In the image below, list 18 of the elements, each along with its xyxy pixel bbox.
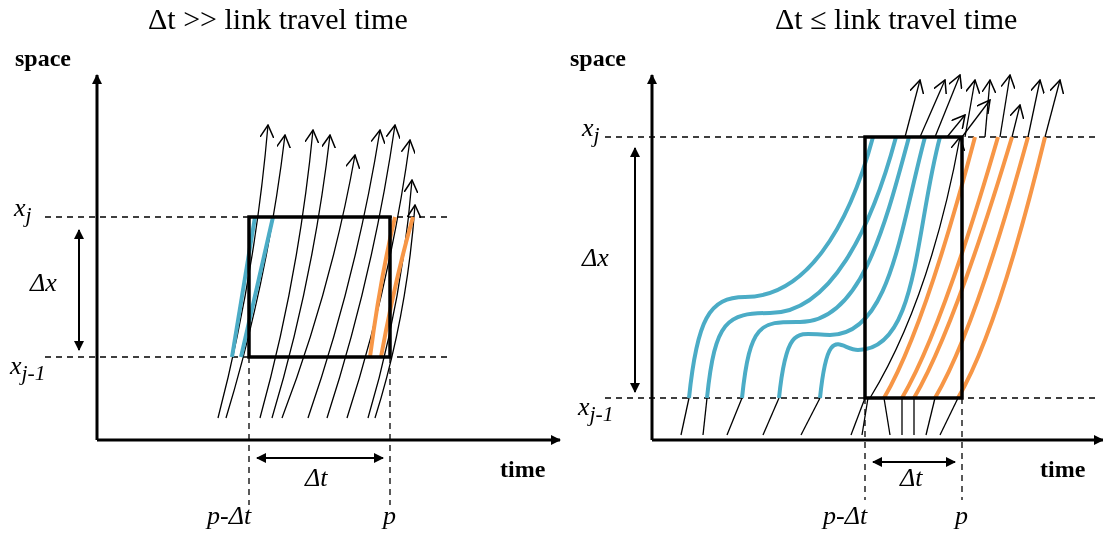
dimension-label: Δt: [305, 465, 328, 491]
axis-tick-label: p: [383, 503, 396, 529]
panel-title: Δt ≤ link travel time: [775, 4, 1018, 34]
axis-tick-label: x$_{j-1}$: [578, 394, 614, 426]
dimension-label: Δx: [30, 270, 57, 296]
axis-tick-label: x$_{j-1}$: [10, 353, 46, 385]
axis-label: time: [500, 457, 546, 481]
axis-label: space: [15, 46, 71, 70]
axis-tick-label: x$_{j}$: [582, 115, 600, 147]
axis-tick-label: p-Δt: [823, 503, 868, 529]
axis-label: space: [570, 46, 626, 70]
axis-tick-label: p-Δt: [207, 503, 252, 529]
axis-tick-label: x$_{j}$: [14, 195, 32, 227]
dimension-label: Δt: [900, 465, 923, 491]
axis-label: time: [1040, 457, 1086, 481]
panel-title: Δt >> link travel time: [148, 4, 408, 34]
dimension-label: Δx: [582, 245, 609, 271]
axis-tick-label: p: [955, 503, 968, 529]
